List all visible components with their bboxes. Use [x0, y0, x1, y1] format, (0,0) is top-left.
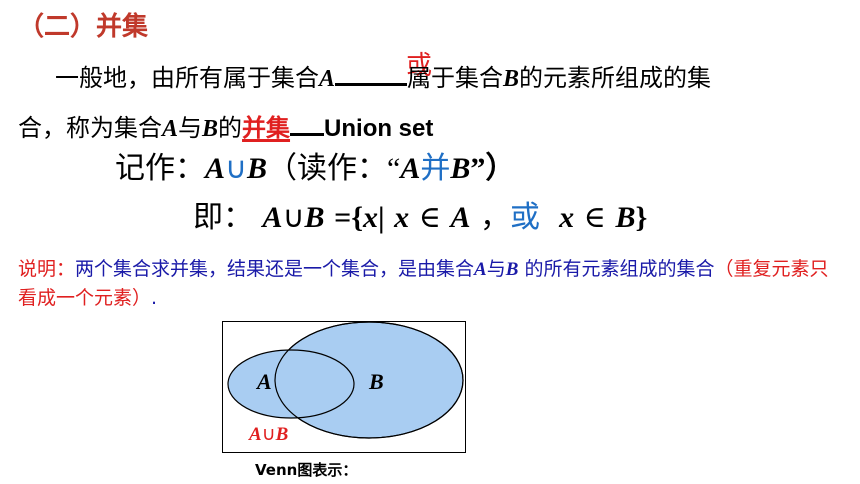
sb-x: x — [363, 201, 379, 234]
def-set-b: B — [503, 66, 520, 92]
answer-blank — [335, 61, 408, 86]
venn-diagram-frame: A B A∪B — [222, 321, 466, 453]
note-text-2: 的所有元素组成的集合 — [518, 258, 715, 280]
notation-quote-close: ”） — [470, 152, 516, 185]
sb-x2: x — [394, 201, 410, 234]
def2-set-b: B — [202, 116, 219, 142]
venn-circle-a — [227, 349, 355, 419]
sb-label: 即： — [193, 200, 253, 235]
venn-circle-b-edge — [274, 321, 464, 439]
sb-bar: | — [378, 201, 385, 234]
answer-or: 或 — [406, 51, 433, 81]
notation-b: B — [246, 152, 267, 185]
notation-line: 记作：A∪B（读作：“A并B”） — [115, 143, 515, 187]
venn-union-a: A — [248, 424, 262, 445]
sb-elem: ∈ — [418, 201, 441, 234]
definition-line-1: 一般地，由所有属于集合A 属于集合B的元素所组成的集 — [55, 58, 711, 93]
sb-comma: ， — [480, 200, 511, 235]
note-and: 与 — [486, 258, 506, 280]
term-union-en: Union set — [324, 115, 434, 142]
sb-eq: ={ — [334, 201, 364, 234]
sb-close: } — [635, 201, 648, 234]
sb-union: ∪ — [282, 200, 305, 235]
note-label: 说明： — [18, 258, 76, 280]
note-a: A — [474, 259, 487, 280]
note-paragraph: 说明：两个集合求并集，结果还是一个集合，是由集合A与B 的所有元素组成的集合（重… — [18, 255, 843, 312]
note-b: B — [505, 259, 519, 280]
def2-and: 与 — [178, 114, 203, 142]
sb-b: B — [304, 201, 325, 234]
venn-label-a: A — [255, 369, 272, 394]
sb-a: A — [262, 201, 283, 234]
sb-b2: B — [615, 201, 636, 234]
def2-de: 的 — [218, 114, 243, 142]
section-heading: （二）并集 — [18, 12, 149, 42]
definition-line-2: 合，称为集合A与B的并集 Union set — [18, 108, 433, 143]
sb-a2: A — [450, 201, 471, 234]
def-suffix: 的元素所组成的集 — [519, 64, 712, 92]
venn-union-label: A∪B — [248, 423, 288, 445]
venn-diagram: A B A∪B — [227, 321, 464, 445]
notation-read-b: B — [450, 152, 471, 185]
sb-or: 或 — [510, 200, 541, 235]
venn-union-b: B — [275, 424, 289, 445]
def2-prefix: 合，称为集合 — [18, 114, 162, 142]
note-text-1: 两个集合求并集，结果还是一个集合，是由集合 — [75, 258, 475, 280]
set-builder-line: 即： A∪B ={x| x ∈ A ，或 x ∈ B} — [193, 192, 647, 236]
venn-caption: Venn图表示： — [255, 461, 358, 479]
def-set-a: A — [319, 66, 336, 92]
def2-set-a: A — [162, 116, 179, 142]
sb-elem2: ∈ — [583, 201, 606, 234]
notation-a: A — [205, 152, 226, 185]
term-underline — [290, 113, 325, 136]
notation-label: 记作： — [115, 151, 205, 186]
venn-union-sym: ∪ — [262, 423, 276, 445]
def-middle: 属于集合 — [407, 64, 504, 92]
sb-x3: x — [559, 201, 575, 234]
def-prefix: 一般地，由所有属于集合 — [55, 64, 319, 92]
notation-quote-open: “ — [387, 152, 401, 185]
notation-read-a: A — [400, 152, 421, 185]
note-end: . — [151, 287, 158, 309]
note-paren: （重复元素只看成一个元素） — [18, 258, 829, 309]
notation-bing: 并 — [420, 151, 451, 186]
notation-read: （读作： — [267, 151, 387, 186]
venn-label-b: B — [368, 369, 384, 394]
notation-union: ∪ — [225, 151, 247, 186]
term-union-cn: 并集 — [242, 114, 291, 142]
